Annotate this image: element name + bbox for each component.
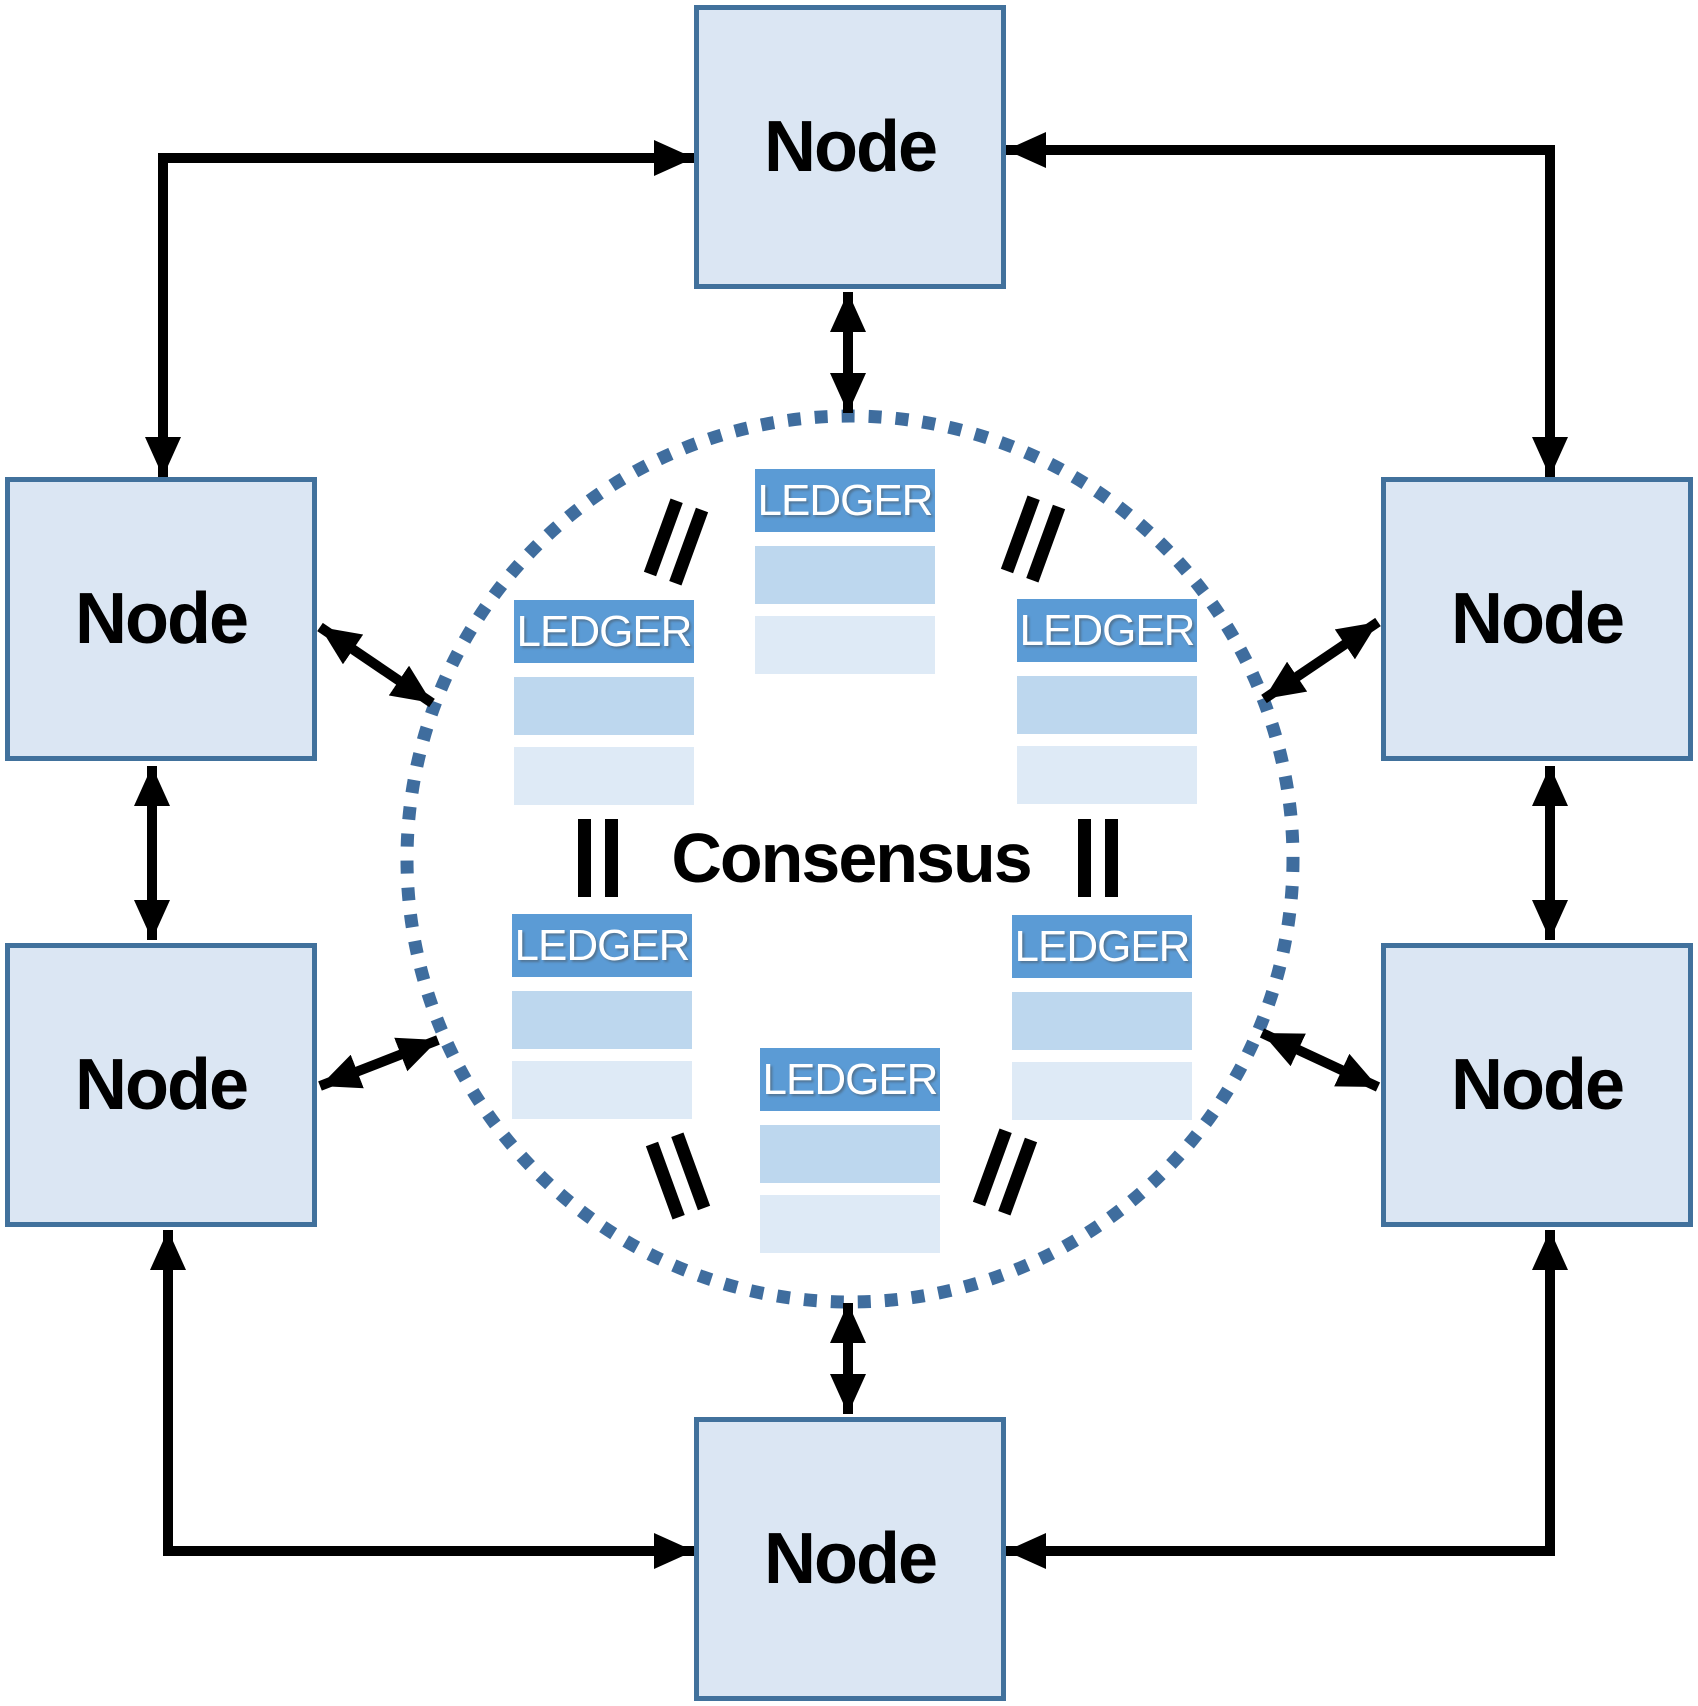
ledger-header: LEDGER xyxy=(512,914,692,977)
node-label: Node xyxy=(75,579,249,659)
consensus-text: Consensus xyxy=(671,819,1032,897)
equals-bar xyxy=(1078,819,1091,897)
equals-icon xyxy=(1078,819,1118,897)
ledger-table-top-center: LEDGER xyxy=(755,469,935,686)
consensus-label: Consensus xyxy=(551,813,1151,903)
node-label: Node xyxy=(764,107,938,187)
arrow-rightupper-circle xyxy=(1261,617,1381,704)
ledger-row xyxy=(755,546,935,604)
arrow-bottomright-corner xyxy=(1006,1230,1568,1569)
ledger-row xyxy=(512,1061,692,1119)
node-box-right-lower: Node xyxy=(1381,943,1693,1227)
node-label: Node xyxy=(1451,579,1625,659)
ledger-row xyxy=(1017,746,1197,804)
ledger-table-lower-left: LEDGER xyxy=(512,914,692,1131)
ledger-table-lower-right: LEDGER xyxy=(1012,915,1192,1132)
ledger-row xyxy=(1017,676,1197,734)
equals-icon xyxy=(578,819,618,897)
arrow-topleft-corner xyxy=(145,140,694,477)
consensus-circle xyxy=(400,409,1300,1309)
ledger-row xyxy=(512,991,692,1049)
ledger-row xyxy=(514,677,694,735)
node-label: Node xyxy=(764,1519,938,1599)
arrow-rightlower-circle xyxy=(1259,1028,1381,1092)
equals-bar xyxy=(1105,819,1118,897)
node-box-bottom: Node xyxy=(694,1417,1006,1701)
equals-bar xyxy=(578,819,591,897)
node-box-right-upper: Node xyxy=(1381,477,1693,761)
arrow-bottomleft-corner xyxy=(150,1230,694,1569)
ledger-header: LEDGER xyxy=(755,469,935,532)
ledger-header: LEDGER xyxy=(1012,915,1192,978)
arrow-leftupper-circle xyxy=(317,622,435,708)
node-box-left-lower: Node xyxy=(5,943,317,1227)
node-box-left-upper: Node xyxy=(5,477,317,761)
ledger-row xyxy=(760,1195,940,1253)
ledger-header: LEDGER xyxy=(760,1048,940,1111)
ledger-row xyxy=(1012,1062,1192,1120)
ledger-header: LEDGER xyxy=(1017,599,1197,662)
ledger-table-bottom-center: LEDGER xyxy=(760,1048,940,1265)
node-label: Node xyxy=(75,1045,249,1125)
ledger-row xyxy=(755,616,935,674)
ledger-table-upper-right: LEDGER xyxy=(1017,599,1197,816)
ledger-row xyxy=(760,1125,940,1183)
ledger-row xyxy=(514,747,694,805)
node-label: Node xyxy=(1451,1045,1625,1125)
arrow-topright-corner xyxy=(1006,132,1568,477)
ledger-header: LEDGER xyxy=(514,600,694,663)
ledger-table-upper-left: LEDGER xyxy=(514,600,694,817)
arrow-leftlower-circle xyxy=(318,1035,440,1091)
node-box-top: Node xyxy=(694,5,1006,289)
equals-bar xyxy=(605,819,618,897)
ledger-row xyxy=(1012,992,1192,1050)
